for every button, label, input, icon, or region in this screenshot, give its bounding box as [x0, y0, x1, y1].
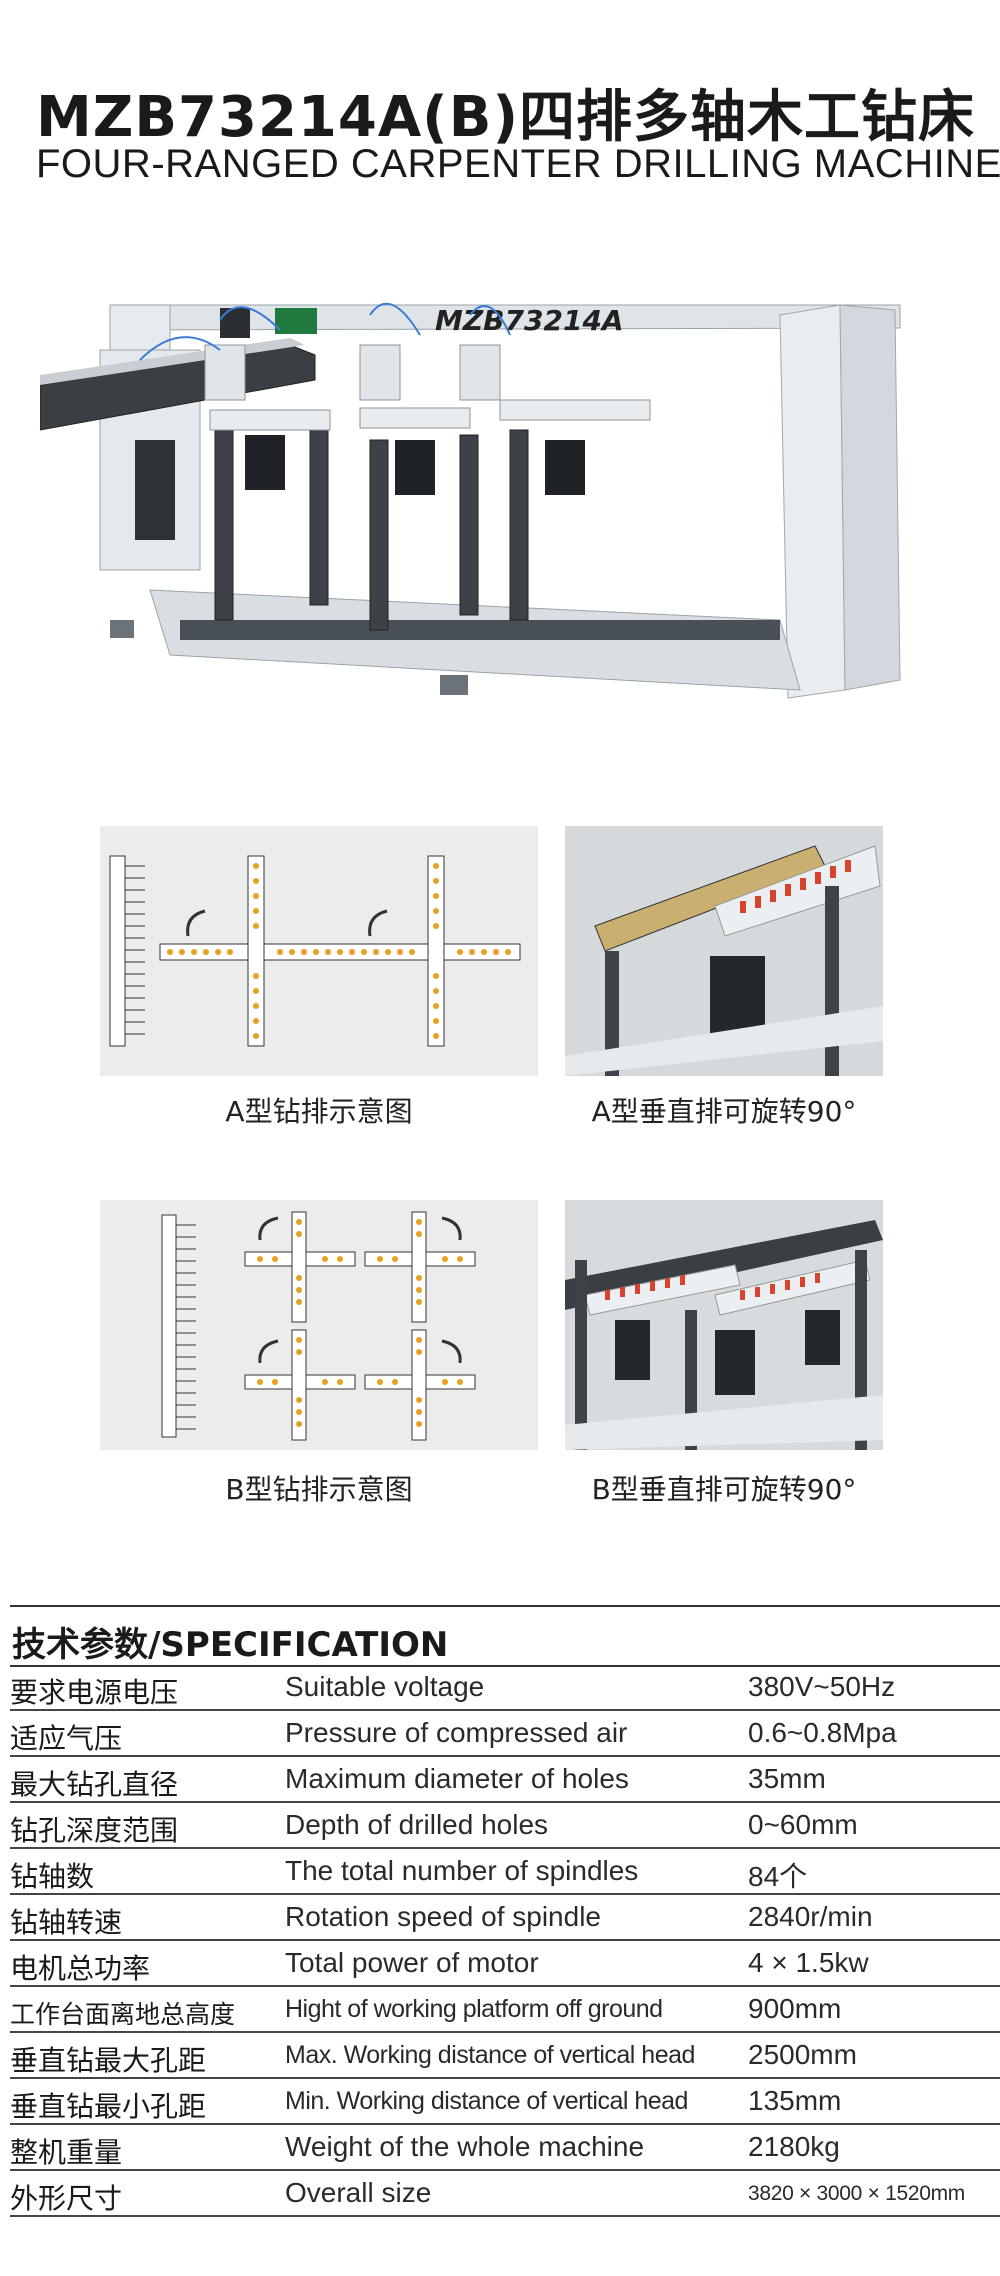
spec-heading: 技术参数/SPECIFICATION [12, 1625, 449, 1665]
spec-label-en: The total number of spindles [285, 1855, 639, 1886]
table-row: 钻孔深度范围 Depth of drilled holes 0~60mm [10, 1803, 1000, 1849]
a-scheme-diagram [109, 855, 521, 1047]
b-scheme-panel [100, 1200, 538, 1450]
spec-value: 3820 × 3000 × 1520mm [748, 2182, 966, 2205]
spec-label-cn: 外形尺寸 [10, 2182, 123, 2215]
table-row: 垂直钻最大孔距 Max. Working distance of vertica… [10, 2033, 1000, 2079]
table-row: 电机总功率 Total power of motor 4 × 1.5kw [10, 1941, 1000, 1987]
b-scheme-diagram [161, 1211, 476, 1441]
model-plate: MZB73214A [435, 304, 624, 337]
table-row: 工作台面离地总高度 Hight of working platform off … [10, 1987, 1000, 2033]
a-rotation-photo [565, 826, 883, 1076]
spec-value: 2180kg [748, 2131, 840, 2162]
spec-label-en: Max. Working distance of vertical head [285, 2041, 695, 2069]
machine-illustration: MZB73214A [40, 302, 901, 699]
b-scheme-caption: B型钻排示意图 [225, 1473, 413, 1506]
a-scheme-panel [100, 826, 538, 1076]
a-photo-panel [565, 826, 883, 1076]
b-photo-caption: B型垂直排可旋转90° [591, 1473, 857, 1506]
spec-label-en: Pressure of compressed air [285, 1717, 628, 1748]
a-photo-caption: A型垂直排可旋转90° [591, 1095, 857, 1128]
b-photo-panel [565, 1200, 883, 1450]
spec-value: 135mm [748, 2085, 842, 2116]
spec-label-cn: 钻轴转速 [10, 1906, 123, 1939]
table-row: 外形尺寸 Overall size 3820 × 3000 × 1520mm [10, 2171, 1000, 2217]
table-row: 最大钻孔直径 Maximum diameter of holes 35mm [10, 1757, 1000, 1803]
spec-label-cn: 垂直钻最小孔距 [10, 2090, 207, 2123]
spec-label-en: Min. Working distance of vertical head [285, 2087, 688, 2115]
page-title: MZB73214A(B)四排多轴木工钻床 [36, 85, 976, 150]
table-row: 钻轴数 The total number of spindles 84个 [10, 1849, 1000, 1895]
spec-heading-row: 技术参数/SPECIFICATION [10, 1605, 1000, 1667]
spec-label-cn: 要求电源电压 [10, 1676, 179, 1709]
spec-label-en: Hight of working platform off ground [285, 1995, 663, 2023]
spec-label-cn: 适应气压 [10, 1722, 123, 1755]
spec-label-en: Overall size [285, 2177, 432, 2208]
spec-label-en: Depth of drilled holes [285, 1809, 549, 1840]
spec-label-en: Weight of the whole machine [285, 2131, 645, 2162]
spec-label-en: Suitable voltage [285, 1671, 485, 1702]
spec-label-en: Total power of motor [285, 1947, 539, 1978]
table-row: 钻轴转速 Rotation speed of spindle 2840r/min [10, 1895, 1000, 1941]
spec-value: 380V~50Hz [748, 1671, 896, 1702]
page-subtitle: FOUR-RANGED CARPENTER DRILLING MACHINE [36, 142, 1000, 186]
table-row: 垂直钻最小孔距 Min. Working distance of vertica… [10, 2079, 1000, 2125]
spec-label-en: Rotation speed of spindle [285, 1901, 601, 1932]
spec-value: 0~60mm [748, 1809, 858, 1840]
a-scheme-caption: A型钻排示意图 [225, 1095, 413, 1128]
b-rotation-photo [565, 1200, 883, 1450]
spec-label-cn: 整机重量 [10, 2136, 123, 2169]
spec-label-cn: 钻轴数 [10, 1860, 95, 1893]
spec-value: 35mm [748, 1763, 826, 1794]
spec-label-cn: 钻孔深度范围 [10, 1814, 179, 1847]
spec-value: 4 × 1.5kw [748, 1947, 869, 1978]
spec-label-en: Maximum diameter of holes [285, 1763, 629, 1794]
spec-label-cn: 最大钻孔直径 [10, 1768, 179, 1801]
spec-value: 2500mm [748, 2039, 857, 2070]
table-row: 适应气压 Pressure of compressed air 0.6~0.8M… [10, 1711, 1000, 1757]
spec-value: 84个 [748, 1861, 808, 1892]
spec-label-cn: 工作台面离地总高度 [10, 2000, 236, 2029]
spec-value: 0.6~0.8Mpa [748, 1717, 897, 1748]
spec-label-cn: 垂直钻最大孔距 [10, 2044, 207, 2077]
table-row: 整机重量 Weight of the whole machine 2180kg [10, 2125, 1000, 2171]
table-row: 要求电源电压 Suitable voltage 380V~50Hz [10, 1665, 1000, 1711]
spec-value: 2840r/min [748, 1901, 873, 1932]
spec-value: 900mm [748, 1993, 842, 2024]
spec-label-cn: 电机总功率 [10, 1952, 151, 1985]
